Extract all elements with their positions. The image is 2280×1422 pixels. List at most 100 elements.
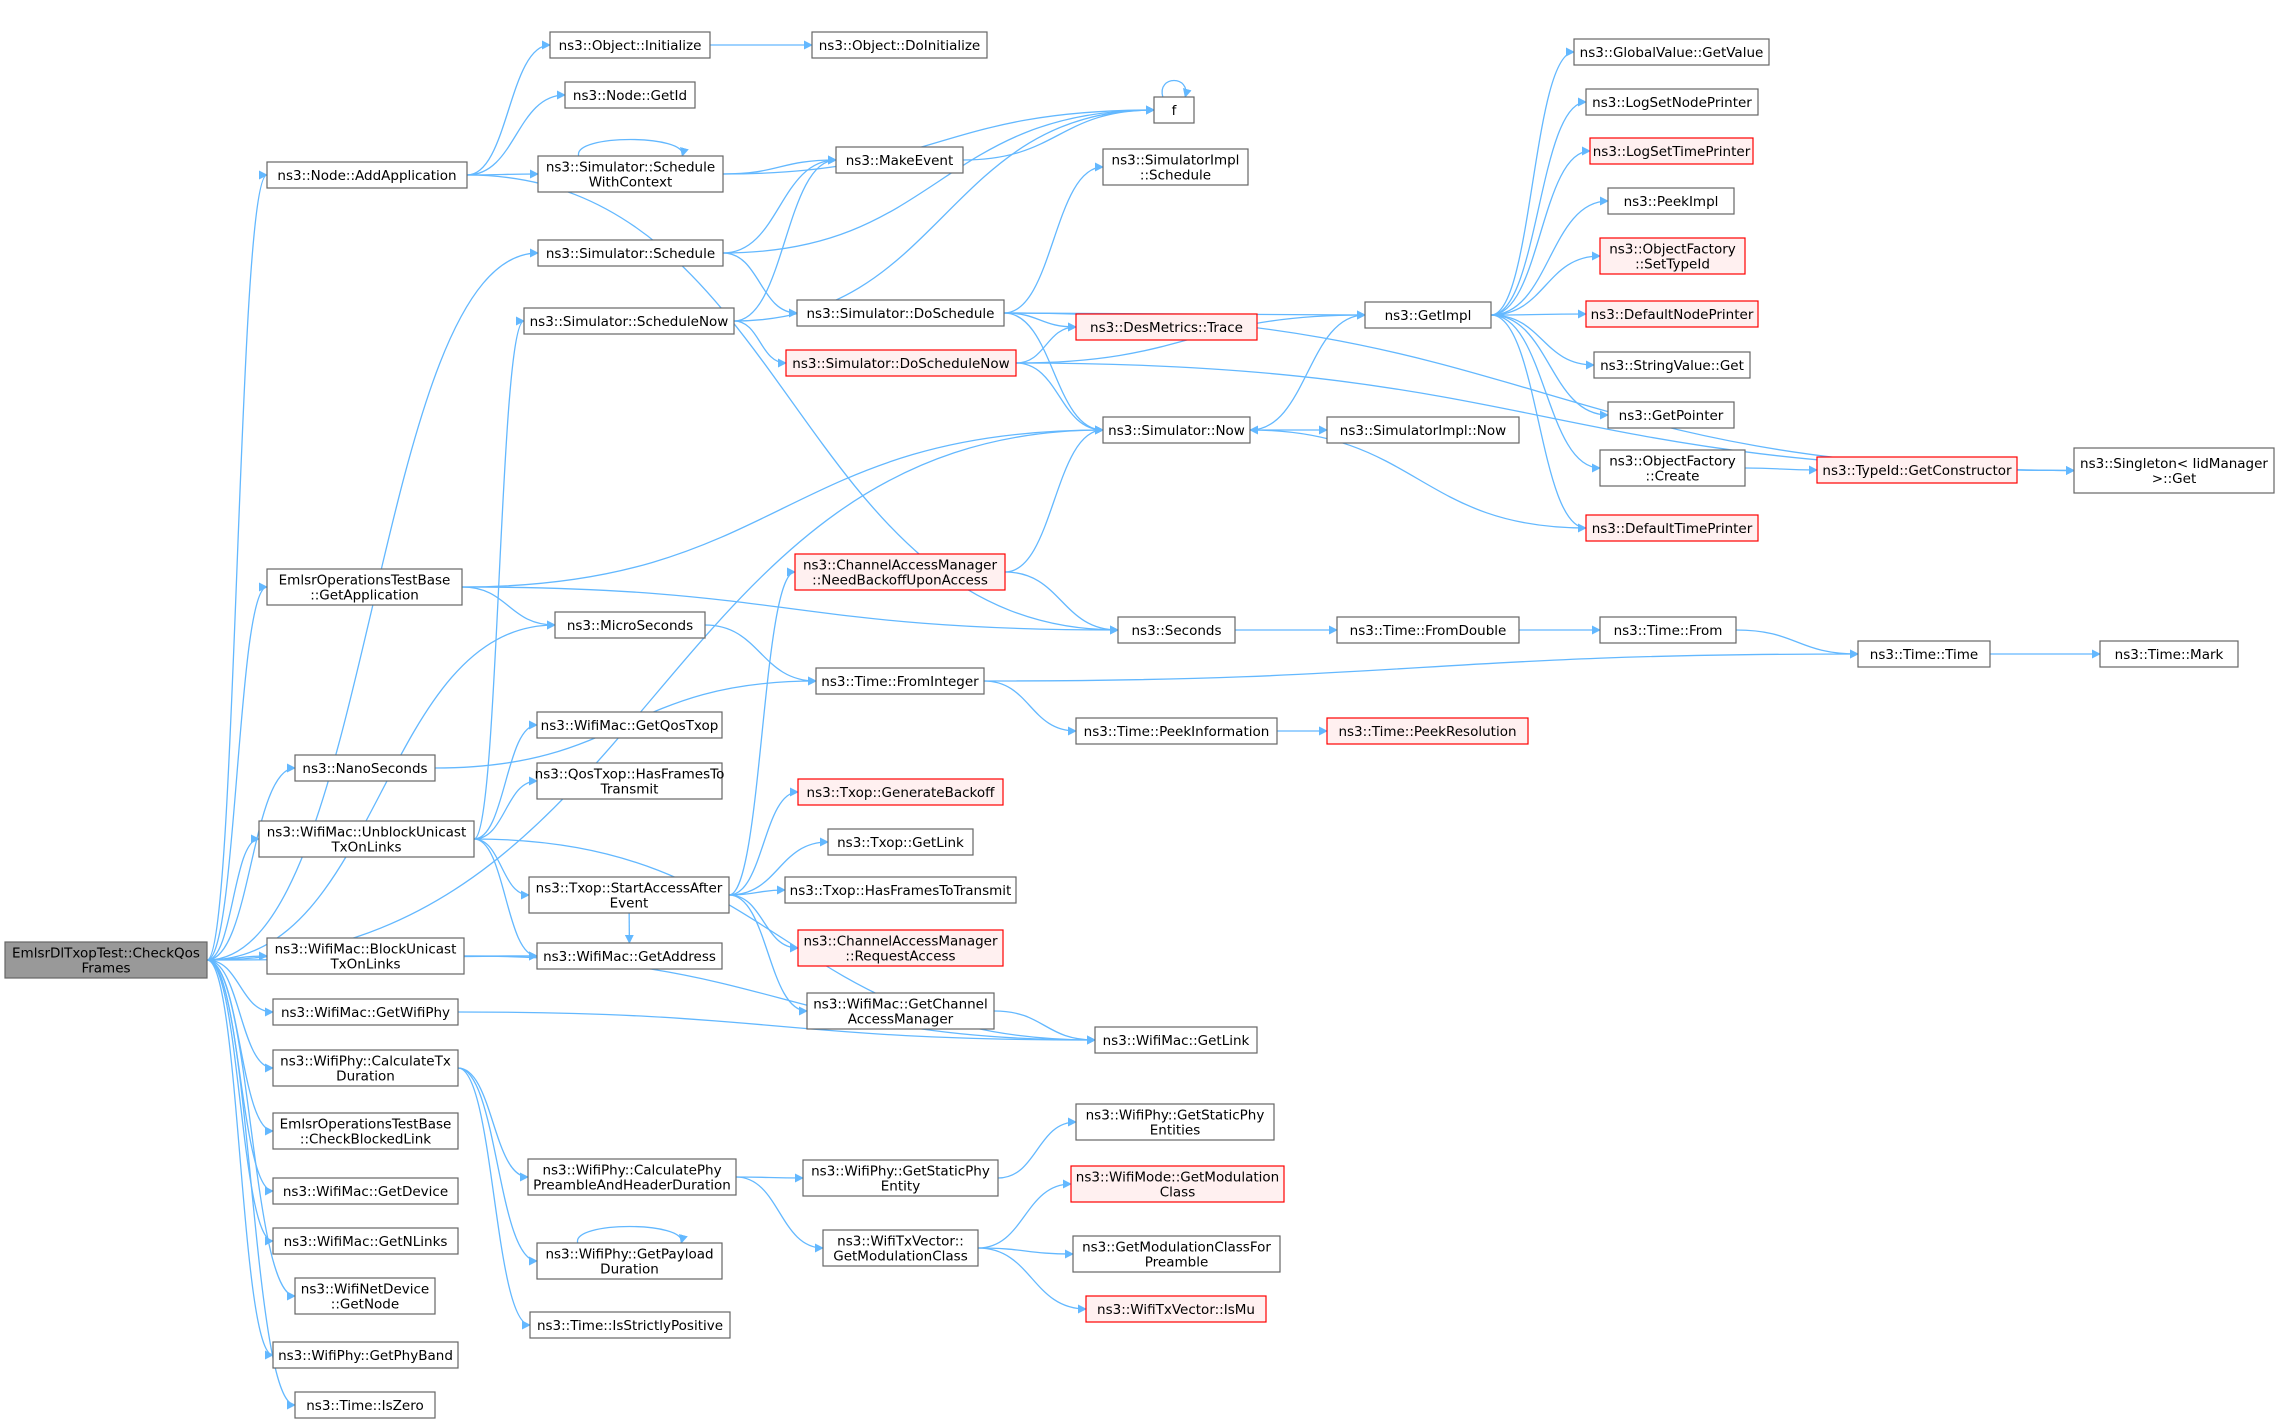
node-label: ns3::WifiMac::BlockUnicast — [275, 942, 457, 958]
node-timemark[interactable]: ns3::Time::Mark — [2099, 640, 2239, 668]
node-txvecgetmod[interactable]: ns3::WifiTxVector::GetModulationClass — [822, 1229, 979, 1267]
node-box — [1326, 717, 1529, 745]
edge-needbackoff-to-simnow — [1004, 425, 1104, 573]
node-box — [784, 876, 1017, 904]
node-f[interactable]: f — [1153, 96, 1195, 124]
node-ofsettypeid[interactable]: ns3::ObjectFactory::SetTypeId — [1599, 237, 1746, 275]
node-fromdouble[interactable]: ns3::Time::FromDouble — [1336, 616, 1520, 644]
node-nanosec[interactable]: ns3::NanoSeconds — [294, 754, 436, 782]
node-desmetrics[interactable]: ns3::DesMetrics::Trace — [1075, 313, 1258, 341]
node-getdevice[interactable]: ns3::WifiMac::GetDevice — [272, 1177, 459, 1205]
node-getphyband[interactable]: ns3::WifiPhy::GetPhyBand — [272, 1341, 459, 1369]
node-box — [797, 929, 1004, 967]
node-getqos[interactable]: ns3::WifiMac::GetQosTxop — [536, 711, 723, 739]
node-label: ::GetApplication — [310, 588, 419, 604]
node-label: PreambleAndHeaderDuration — [533, 1178, 731, 1194]
node-ofcreate[interactable]: ns3::ObjectFactory::Create — [1599, 449, 1746, 487]
node-calcpre[interactable]: ns3::WifiPhy::CalculatePhyPreambleAndHea… — [527, 1158, 737, 1196]
node-timetime[interactable]: ns3::Time::Time — [1857, 640, 1991, 668]
node-box — [1075, 1103, 1275, 1141]
node-timefrom[interactable]: ns3::Time::From — [1599, 616, 1737, 644]
node-schednow[interactable]: ns3::Simulator::ScheduleNow — [523, 307, 735, 335]
node-box — [815, 667, 985, 695]
node-box — [1072, 1235, 1281, 1273]
node-peekimpl[interactable]: ns3::PeekImpl — [1607, 187, 1735, 215]
node-box — [1336, 616, 1520, 644]
node-logsetnode[interactable]: ns3::LogSetNodePrinter — [1585, 88, 1759, 116]
node-ismu[interactable]: ns3::WifiTxVector::IsMu — [1085, 1295, 1267, 1323]
node-strvalget[interactable]: ns3::StringValue::Get — [1593, 351, 1751, 379]
node-box — [1326, 416, 1520, 444]
edge-startaccess-to-needbackoff — [728, 567, 796, 896]
node-needbackoff[interactable]: ns3::ChannelAccessManager::NeedBackoffUp… — [794, 553, 1006, 591]
node-box — [536, 942, 723, 970]
node-box — [272, 1341, 459, 1369]
node-label: ns3::Txop::GetLink — [837, 835, 964, 851]
node-checkblocked[interactable]: EmlsrOperationsTestBase::CheckBlockedLin… — [272, 1112, 459, 1150]
node-typeidgetctor[interactable]: ns3::TypeId::GetConstructor — [1816, 456, 2018, 484]
node-defnodeprinter[interactable]: ns3::DefaultNodePrinter — [1585, 300, 1759, 328]
node-simnow[interactable]: ns3::Simulator::Now — [1102, 416, 1251, 444]
edge-timefrom-to-timetime — [1735, 629, 1859, 659]
node-label: ns3::QosTxop::HasFramesTo — [535, 767, 725, 783]
node-makeevent[interactable]: ns3::MakeEvent — [835, 146, 964, 174]
edge-getimpl-to-logsettime — [1490, 146, 1591, 316]
node-getpointer[interactable]: ns3::GetPointer — [1607, 401, 1735, 429]
node-netdevgetnode[interactable]: ns3::WifiNetDevice::GetNode — [294, 1277, 436, 1315]
node-implschedule[interactable]: ns3::SimulatorImpl::Schedule — [1102, 148, 1249, 186]
edge-startaccess-to-reqaccess — [728, 894, 799, 953]
node-implnow[interactable]: ns3::SimulatorImpl::Now — [1326, 416, 1520, 444]
node-doschedule[interactable]: ns3::Simulator::DoSchedule — [796, 299, 1005, 327]
node-label: ns3::Time::Time — [1870, 647, 1978, 663]
node-getaddr[interactable]: ns3::WifiMac::GetAddress — [536, 942, 723, 970]
node-txopgetlink[interactable]: ns3::Txop::GetLink — [827, 828, 974, 856]
edge-root-to-getwifiphy — [206, 959, 274, 1017]
node-label: ns3::WifiPhy::GetPhyBand — [278, 1348, 453, 1364]
node-hasframes[interactable]: ns3::QosTxop::HasFramesToTransmit — [535, 762, 725, 800]
edge-root-to-addapp — [206, 170, 268, 961]
node-label: ns3::Time::Mark — [2115, 647, 2224, 663]
edge-getimpl-to-ofsettypeid — [1490, 251, 1601, 316]
node-microsec[interactable]: ns3::MicroSeconds — [554, 611, 706, 639]
node-getapp[interactable]: EmlsrOperationsTestBase::GetApplication — [266, 568, 463, 606]
node-getimpl[interactable]: ns3::GetImpl — [1364, 301, 1492, 329]
node-addapp[interactable]: ns3::Node::AddApplication — [266, 161, 468, 189]
node-globalget[interactable]: ns3::GlobalValue::GetValue — [1573, 38, 1770, 66]
node-doschednow[interactable]: ns3::Simulator::DoScheduleNow — [785, 349, 1017, 377]
node-strictpos[interactable]: ns3::Time::IsStrictlyPositive — [529, 1311, 731, 1339]
node-modegetmod[interactable]: ns3::WifiMode::GetModulationClass — [1070, 1165, 1285, 1203]
node-txophasframes[interactable]: ns3::Txop::HasFramesToTransmit — [784, 876, 1017, 904]
node-peekres[interactable]: ns3::Time::PeekResolution — [1326, 717, 1529, 745]
node-seconds[interactable]: ns3::Seconds — [1117, 616, 1236, 644]
node-genbackoff[interactable]: ns3::Txop::GenerateBackoff — [797, 778, 1004, 806]
node-iszero[interactable]: ns3::Time::IsZero — [294, 1391, 436, 1419]
node-schedule[interactable]: ns3::Simulator::Schedule — [537, 239, 724, 267]
node-fromint[interactable]: ns3::Time::FromInteger — [815, 667, 985, 695]
node-reqaccess[interactable]: ns3::ChannelAccessManager::RequestAccess — [797, 929, 1004, 967]
node-getwifiphy[interactable]: ns3::WifiMac::GetWifiPhy — [272, 998, 459, 1026]
node-singleton[interactable]: ns3::Singleton< IidManager >::Get — [2073, 447, 2275, 494]
node-deftimeprinter[interactable]: ns3::DefaultTimePrinter — [1585, 514, 1759, 542]
node-getnlinks[interactable]: ns3::WifiMac::GetNLinks — [272, 1227, 459, 1255]
node-box — [528, 876, 730, 914]
node-label: ns3::DefaultNodePrinter — [1591, 307, 1754, 323]
node-nodegetid[interactable]: ns3::Node::GetId — [564, 81, 696, 109]
node-objdoinit[interactable]: ns3::Object::DoInitialize — [811, 31, 988, 59]
node-label: Entity — [881, 1179, 920, 1195]
node-peekinfo[interactable]: ns3::Time::PeekInformation — [1075, 717, 1278, 745]
node-wmgetlink[interactable]: ns3::WifiMac::GetLink — [1094, 1026, 1258, 1054]
node-objinit[interactable]: ns3::Object::Initialize — [549, 31, 711, 59]
node-logsettime[interactable]: ns3::LogSetTimePrinter — [1589, 137, 1754, 165]
node-label: >::Get — [2152, 471, 2196, 487]
